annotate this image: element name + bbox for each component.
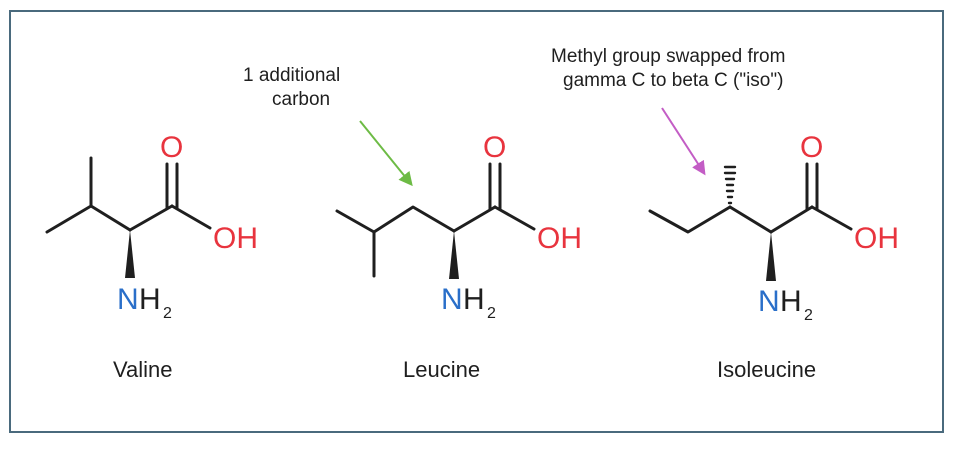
leucine-amine-subscript: 2: [487, 305, 496, 322]
isoleucine-amine-hydrogen: H: [780, 285, 802, 318]
isoleucine-amine-subscript: 2: [804, 307, 813, 324]
valine-hydroxyl: OH: [213, 222, 258, 255]
isoleucine-hydroxyl: OH: [854, 222, 899, 255]
valine-oxygen: O: [160, 131, 183, 164]
valine-name: Valine: [113, 357, 173, 382]
valine-amine-subscript: 2: [163, 305, 172, 322]
isoleucine-note-line1: Methyl group swapped from: [551, 46, 785, 67]
isoleucine-ethyl-bond: [648, 205, 732, 234]
isoleucine-amine-wedge: [766, 232, 776, 281]
isoleucine-hashed-methyl-bond: [723, 165, 737, 205]
leucine-isobutyl-bond: [335, 209, 376, 278]
leucine-carboxyl-bond: [452, 205, 497, 233]
leucine-oxygen: O: [483, 131, 506, 164]
leucine-name: Leucine: [403, 357, 480, 382]
isoleucine-carboxyl-bond: [769, 205, 814, 234]
isoleucine-note-line2: gamma C to beta C ("iso"): [563, 70, 783, 91]
leucine-chain-bond: [372, 205, 456, 234]
leucine-amine-nitrogen: N: [441, 283, 463, 316]
leucine-oh-bond: [493, 205, 536, 231]
leucine-note-arrow: [359, 120, 413, 187]
leucine-hydroxyl: OH: [537, 222, 582, 255]
valine-carboxyl-bond: [128, 204, 174, 232]
isoleucine-oxygen: O: [800, 131, 823, 164]
valine-amine-hydrogen: H: [139, 283, 161, 316]
isoleucine-note-arrow: [661, 107, 706, 176]
leucine-structure: O OH N H 2 Leucine 1 additional carbon: [243, 65, 582, 382]
leucine-note-line2: carbon: [272, 89, 330, 110]
valine-amine-nitrogen: N: [117, 283, 139, 316]
isoleucine-chain-bond: [728, 205, 773, 234]
valine-skeleton-bond: [45, 156, 93, 234]
isoleucine-amine-nitrogen: N: [758, 285, 780, 318]
leucine-amine-hydrogen: H: [463, 283, 485, 316]
isoleucine-structure: O OH N H 2 Isoleucine Methyl group swapp…: [551, 46, 899, 382]
leucine-note-line1: 1 additional: [243, 65, 340, 86]
isoleucine-oh-bond: [810, 205, 853, 231]
leucine-amine-wedge: [449, 231, 459, 279]
valine-amine-wedge: [125, 230, 135, 278]
valine-structure: O OH N H 2 Valine: [45, 131, 258, 382]
valine-oh-bond: [170, 204, 212, 230]
isoleucine-name: Isoleucine: [717, 357, 816, 382]
valine-methyl-bond: [89, 204, 132, 232]
